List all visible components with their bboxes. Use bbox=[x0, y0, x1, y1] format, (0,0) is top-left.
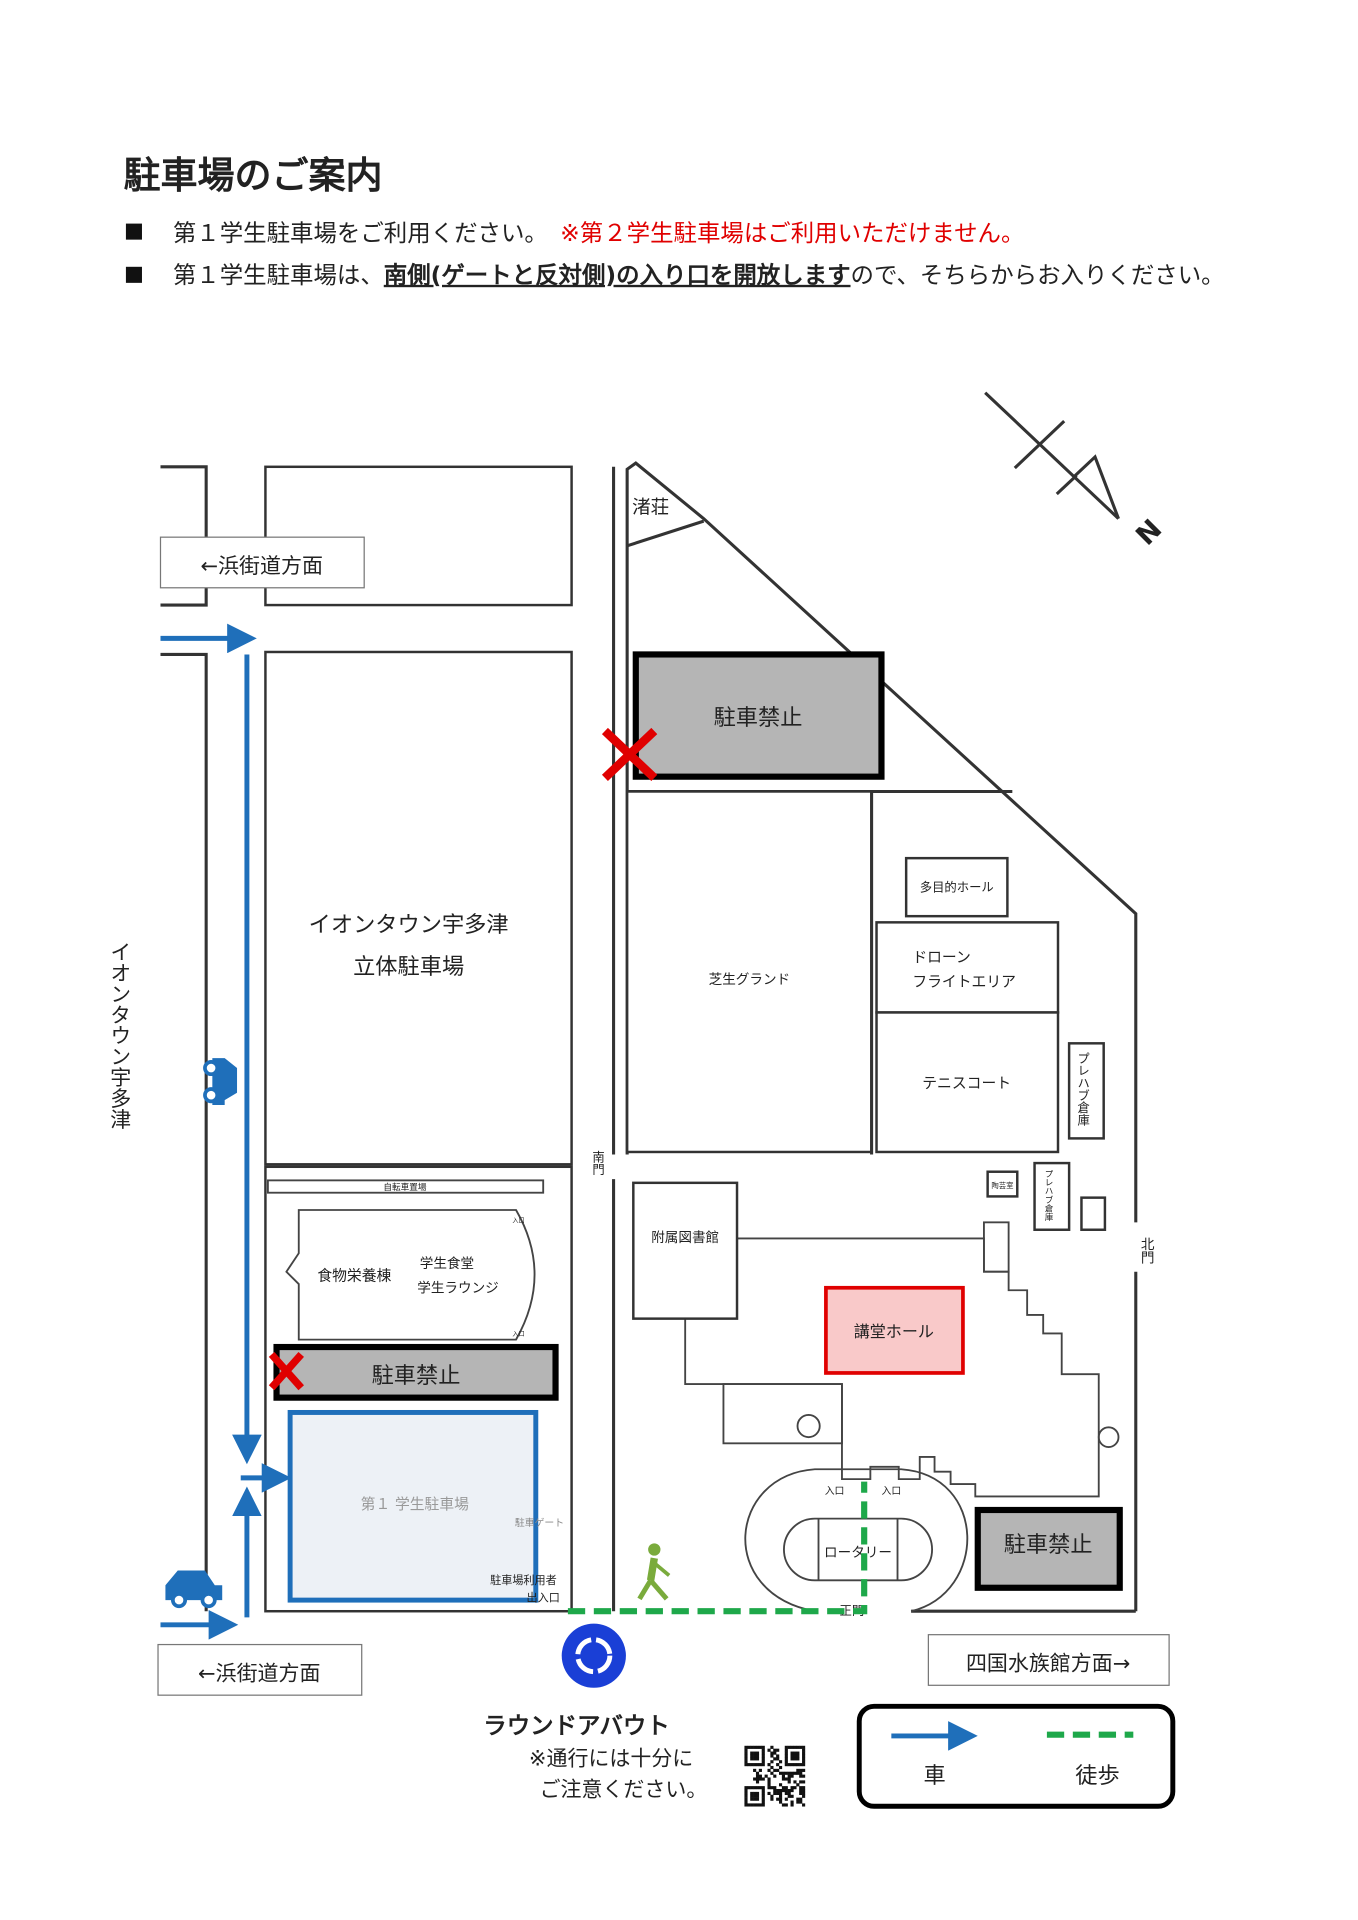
svg-text:附属図書館: 附属図書館 bbox=[651, 1230, 719, 1246]
car-route bbox=[160, 623, 292, 1640]
car-icon bbox=[203, 1058, 238, 1106]
svg-text:テニスコート: テニスコート bbox=[922, 1075, 1011, 1092]
food-nutrition-building: 食物栄養棟 学生食堂 学生ラウンジ 入口 入口 bbox=[285, 1209, 536, 1341]
pedestrian-icon bbox=[637, 1543, 671, 1601]
bullet2: 第１学生駐車場は、南側(ゲートと反対側)の入り口を開放しますので、そちらからお入… bbox=[173, 261, 1225, 289]
roundabout-title: ラウンドアバウト bbox=[483, 1711, 670, 1739]
legend-walk-label: 徒歩 bbox=[1075, 1763, 1119, 1789]
svg-text:出入口: 出入口 bbox=[527, 1590, 560, 1604]
legend: 車 徒歩 bbox=[856, 1703, 1176, 1809]
svg-text:多目的ホール: 多目的ホール bbox=[920, 879, 994, 894]
walking-route bbox=[567, 1481, 868, 1615]
svg-text:陶芸室: 陶芸室 bbox=[991, 1181, 1013, 1190]
direction-sign-hama-top: ←浜街道方面 bbox=[159, 536, 365, 589]
svg-text:駐車ゲート: 駐車ゲート bbox=[515, 1516, 564, 1529]
svg-text:講堂ホール: 講堂ホール bbox=[854, 1322, 934, 1341]
svg-text:入口: 入口 bbox=[512, 1331, 524, 1338]
pottery-room: 陶芸室 bbox=[986, 1170, 1019, 1198]
svg-text:←浜街道方面: ←浜街道方面 bbox=[198, 1661, 320, 1685]
aeon-parking-building: イオンタウン宇多津 立体駐車場 bbox=[264, 650, 573, 1166]
svg-text:駐車禁止: 駐車禁止 bbox=[372, 1363, 461, 1389]
svg-text:駐車禁止: 駐車禁止 bbox=[714, 705, 803, 731]
legend-car-label: 車 bbox=[923, 1763, 945, 1789]
svg-text:第１ 学生駐車場: 第１ 学生駐車場 bbox=[361, 1495, 469, 1513]
svg-text:学生食堂: 学生食堂 bbox=[420, 1255, 474, 1272]
svg-text:入口: 入口 bbox=[512, 1217, 524, 1224]
north-gate-label: 北門 bbox=[1138, 1237, 1155, 1266]
main-gate-label: 正門 bbox=[840, 1604, 865, 1618]
svg-text:駐車禁止: 駐車禁止 bbox=[1004, 1532, 1093, 1558]
compass-north-icon: N bbox=[984, 391, 1168, 552]
south-gate-label: 南門 bbox=[591, 1150, 605, 1176]
svg-text:駐車場利用者: 駐車場利用者 bbox=[490, 1573, 557, 1587]
svg-text:イオンタウン宇多津: イオンタウン宇多津 bbox=[309, 912, 509, 938]
nagisa-label: 渚荘 bbox=[632, 498, 669, 519]
svg-text:自転車置場: 自転車置場 bbox=[383, 1181, 427, 1193]
lecture-hall-destination[interactable]: 講堂ホール bbox=[824, 1285, 965, 1375]
rotary: ロータリー bbox=[744, 1468, 969, 1613]
svg-text:N: N bbox=[1130, 514, 1168, 552]
student-parking-1[interactable]: 第１ 学生駐車場 駐車ゲート 駐車場利用者 出入口 bbox=[287, 1409, 564, 1604]
qr-code[interactable] bbox=[744, 1745, 806, 1807]
multipurpose-hall: 多目的ホール bbox=[904, 856, 1009, 918]
library: 附属図書館 bbox=[632, 1181, 739, 1320]
direction-sign-aquarium: 四国水族館方面→ bbox=[927, 1634, 1170, 1686]
svg-text:フライトエリア: フライトエリア bbox=[912, 974, 1016, 991]
svg-text:プレハブ倉庫: プレハブ倉庫 bbox=[1043, 1169, 1053, 1222]
roundabout-icon bbox=[561, 1623, 626, 1688]
svg-text:ロータリー: ロータリー bbox=[824, 1545, 892, 1561]
drone-flight-area: ドローン フライトエリア bbox=[875, 921, 1060, 1014]
svg-text:学生ラウンジ: 学生ラウンジ bbox=[417, 1281, 498, 1297]
tennis-court: テニスコート bbox=[875, 1011, 1060, 1154]
road-label: イオンタウン宇多津 bbox=[108, 941, 132, 1130]
bike-parking: 自転車置場 bbox=[266, 1179, 545, 1194]
entrance-label: 入口 bbox=[881, 1486, 901, 1497]
roundabout-note: ご注意ください。 bbox=[540, 1777, 708, 1801]
no-parking-zone-west: 駐車禁止 bbox=[273, 1343, 559, 1401]
prefab-storage: プレハブ倉庫 bbox=[1067, 1042, 1105, 1140]
no-parking-zone-east: 駐車禁止 bbox=[974, 1506, 1123, 1591]
direction-sign-hama-bottom: ←浜街道方面 bbox=[157, 1643, 363, 1696]
prefab-storage: プレハブ倉庫 bbox=[1033, 1161, 1071, 1231]
svg-text:←浜街道方面: ←浜街道方面 bbox=[201, 554, 323, 578]
entrance-label: 入口 bbox=[825, 1486, 845, 1497]
svg-text:食物栄養棟: 食物栄養棟 bbox=[317, 1267, 391, 1284]
svg-text:ドローン: ドローン bbox=[912, 949, 970, 966]
bullet1: 第１学生駐車場をご利用ください。※第２学生駐車場はご利用いただけません。 bbox=[173, 219, 1025, 247]
page-title: 駐車場のご案内 bbox=[123, 154, 382, 197]
no-entry-x-icon bbox=[268, 1351, 304, 1391]
bullet-marker bbox=[125, 266, 142, 283]
roundabout-note: ※通行には十分に bbox=[529, 1747, 693, 1771]
svg-text:立体駐車場: 立体駐車場 bbox=[353, 954, 464, 980]
bullet-marker bbox=[125, 223, 142, 240]
lawn-ground: 芝生グランド bbox=[625, 790, 873, 1154]
svg-text:プレハブ倉庫: プレハブ倉庫 bbox=[1076, 1052, 1090, 1127]
small-building bbox=[1080, 1196, 1107, 1231]
svg-text:芝生グランド: 芝生グランド bbox=[709, 972, 790, 988]
svg-text:四国水族館方面→: 四国水族館方面→ bbox=[966, 1651, 1130, 1675]
no-entry-x-icon bbox=[601, 727, 658, 782]
car-icon bbox=[165, 1570, 223, 1609]
no-parking-zone-north: 駐車禁止 bbox=[632, 651, 885, 780]
main-building bbox=[684, 1221, 1120, 1498]
